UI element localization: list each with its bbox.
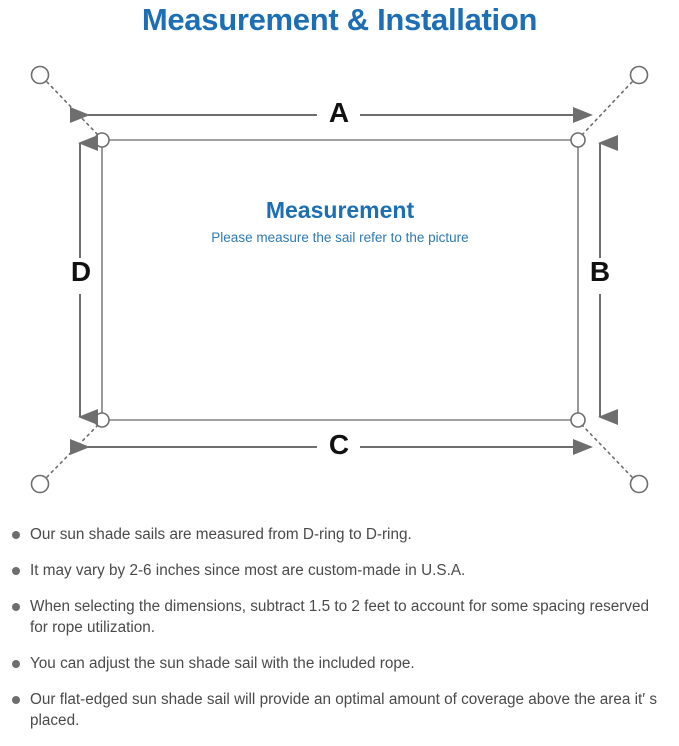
dimension-label-c: C	[328, 429, 350, 460]
anchor-point-bottom-right	[629, 474, 649, 494]
d-ring-bottom-right	[570, 412, 586, 428]
bullet-icon	[12, 696, 20, 704]
dimension-label-b: B	[589, 256, 611, 287]
bullet-icon	[12, 567, 20, 575]
list-item: You can adjust the sun shade sail with t…	[0, 653, 679, 674]
list-item: Our sun shade sails are measured from D-…	[0, 524, 679, 545]
rope-bottom-right	[580, 423, 633, 478]
anchor-point-top-left	[30, 65, 50, 85]
bullet-icon	[12, 603, 20, 611]
d-ring-top-right	[570, 132, 586, 148]
d-ring-bottom-left	[94, 412, 110, 428]
dimension-label-d: D	[70, 256, 92, 287]
bullet-icon	[12, 660, 20, 668]
bullet-icon	[12, 531, 20, 539]
notes-list: Our sun shade sails are measured from D-…	[0, 524, 679, 746]
rope-top-right	[580, 81, 633, 137]
d-ring-top-left	[94, 132, 110, 148]
note-text: You can adjust the sun shade sail with t…	[30, 655, 415, 672]
sail-shape	[101, 139, 579, 421]
list-item: Our flat-edged sun shade sail will provi…	[0, 689, 679, 731]
rope-bottom-left	[46, 423, 100, 478]
anchor-point-bottom-left	[30, 474, 50, 494]
note-text: When selecting the dimensions, subtract …	[30, 598, 650, 636]
note-text: Our sun shade sails are measured from D-…	[30, 526, 412, 543]
note-text: Our flat-edged sun shade sail will provi…	[30, 691, 658, 729]
rope-top-left	[46, 81, 100, 137]
dimension-label-a: A	[328, 97, 350, 128]
note-text: It may vary by 2-6 inches since most are…	[30, 562, 466, 579]
anchor-point-top-right	[629, 65, 649, 85]
list-item: It may vary by 2-6 inches since most are…	[0, 560, 679, 581]
measurement-diagram	[0, 44, 679, 514]
page-title: Measurement & Installation	[141, 2, 538, 37]
list-item: When selecting the dimensions, subtract …	[0, 596, 679, 638]
